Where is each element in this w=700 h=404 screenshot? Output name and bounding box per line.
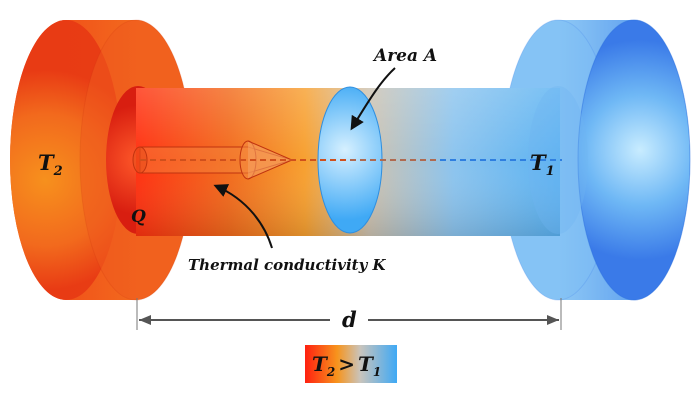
distance-dimension: d [136,298,562,332]
rod-right-end [528,86,588,234]
conductivity-pointer-arrow [213,184,273,249]
hot-temp-label: T2 [38,150,63,179]
dimension-arrowhead-left [139,315,151,325]
conductivity-label: Thermal conductivity K [188,256,387,274]
area-label: Area A [372,46,437,66]
legend-text: T2>T1 [312,352,381,379]
cold-temp-label: T1 [530,150,555,179]
heat-label: Q [131,207,146,227]
temperature-legend: T2>T1 [305,345,397,383]
distance-label: d [342,307,357,332]
legend-gradient-box [305,345,397,383]
cold-reservoir-face [577,19,691,301]
dimension-arrowhead-right [547,315,559,325]
area-pointer-arrow [350,67,396,131]
